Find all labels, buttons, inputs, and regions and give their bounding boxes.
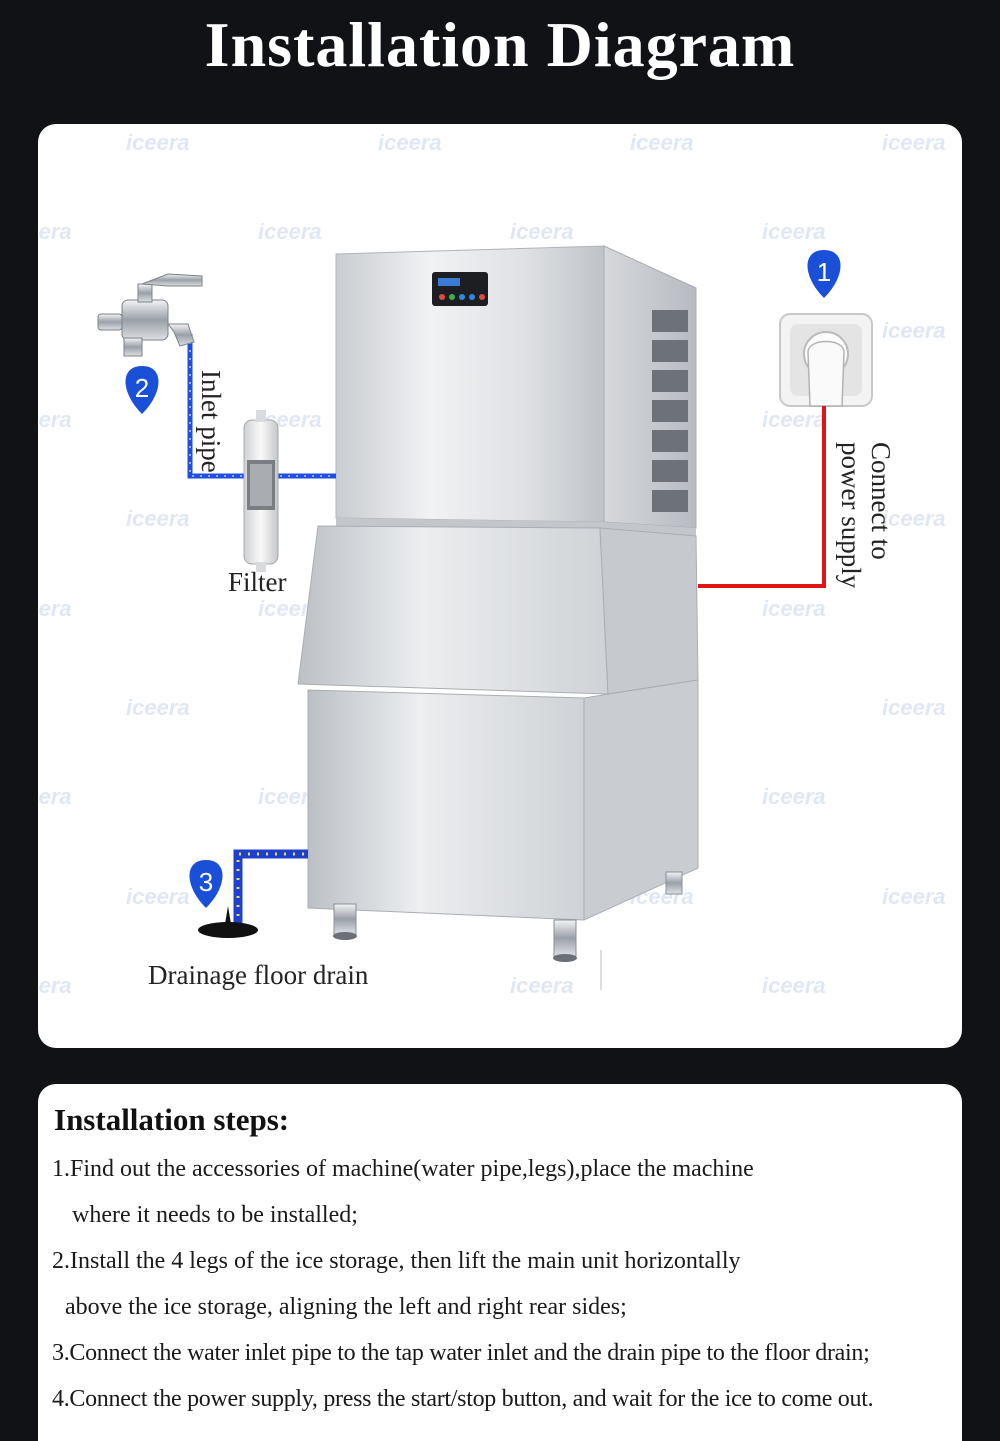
installation-steps-panel: Installation steps: 1.Find out the acces… [38,1084,962,1441]
svg-text:iceera: iceera [258,219,322,244]
marker-3-number: 3 [199,867,213,897]
power-label-line2: power supply [836,442,866,589]
water-tap [97,273,203,357]
svg-text:iceera: iceera [882,695,946,720]
svg-text:iceera: iceera [126,506,190,531]
step-1-line-2: where it needs to be installed; [72,1202,358,1228]
svg-text:iceera: iceera [38,596,72,621]
svg-text:iceera: iceera [630,130,694,155]
step-1-line-1: 1.Find out the accessories of machine(wa… [52,1156,754,1182]
power-cable [698,406,826,588]
svg-text:iceera: iceera [762,219,826,244]
step-4-line: 4.Connect the power supply, press the st… [52,1386,874,1412]
ice-machine [297,245,699,990]
power-socket [779,313,873,407]
power-supply-label: Connect to power supply [836,442,896,588]
inlet-pipe [187,334,336,479]
step-3-line: 3.Connect the water inlet pipe to the ta… [52,1340,870,1366]
water-filter [243,410,279,572]
step-2-line-2: above the ice storage, aligning the left… [65,1294,627,1320]
svg-text:iceera: iceera [882,884,946,909]
svg-text:iceera: iceera [126,884,190,909]
svg-text:iceera: iceera [762,784,826,809]
installation-diagram-panel: iceera iceera iceera iceera iceera iceera ice… [38,124,962,1048]
svg-text:iceera: iceera [882,318,946,343]
svg-text:iceera: iceera [762,407,826,432]
inlet-pipe-label: Inlet pipe [196,370,226,473]
drain-label: Drainage floor drain [148,960,369,990]
marker-pin-1: 1 [807,250,841,298]
step-2-line-1: 2.Install the 4 legs of the ice storage,… [52,1248,741,1274]
svg-text:iceera: iceera [38,973,72,998]
filter-label: Filter [228,567,287,597]
svg-text:iceera: iceera [762,596,826,621]
svg-text:iceera: iceera [38,784,72,809]
svg-text:iceera: iceera [882,130,946,155]
marker-pin-2: 2 [125,366,159,414]
control-panel [432,272,488,306]
page-title: Installation Diagram [204,9,796,80]
drain-pipe [198,849,308,938]
svg-text:iceera: iceera [378,130,442,155]
svg-text:iceera: iceera [882,506,946,531]
marker-pin-3: 3 [189,860,223,908]
diagram-illustration: iceera iceera iceera iceera iceera iceera ice… [38,130,946,998]
svg-text:iceera: iceera [126,130,190,155]
svg-text:iceera: iceera [510,219,574,244]
svg-text:iceera: iceera [38,219,72,244]
marker-1-number: 1 [817,257,831,287]
svg-text:iceera: iceera [126,695,190,720]
marker-2-number: 2 [135,373,149,403]
steps-title: Installation steps: [54,1102,290,1137]
svg-text:iceera: iceera [510,973,574,998]
power-label-line1: Connect to [866,442,896,560]
svg-text:iceera: iceera [38,407,72,432]
svg-text:iceera: iceera [762,973,826,998]
